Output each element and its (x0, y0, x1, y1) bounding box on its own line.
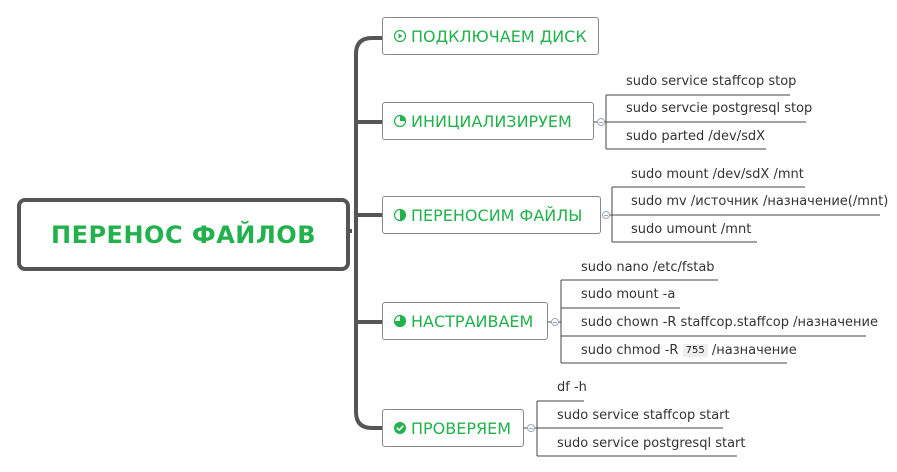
branch-verify[interactable]: ПРОВЕРЯЕМ (382, 409, 524, 447)
leaf-command[interactable]: sudo service staffcop stop (626, 74, 797, 89)
progress-half-icon (393, 208, 407, 222)
progress-three-quarter-icon (393, 314, 407, 328)
trunk-vertical (354, 36, 373, 430)
chmod-prefix: sudo chmod -R (581, 343, 679, 358)
leaf-command-chmod[interactable]: sudo chmod -R 755 /назначение (581, 342, 797, 360)
leaf-command[interactable]: sudo nano /etc/fstab (581, 260, 715, 275)
check-circle-icon (394, 422, 406, 434)
collapse-toggle[interactable] (527, 424, 535, 432)
branch-label: ПОДКЛЮЧАЕМ ДИСК (411, 26, 587, 46)
branch-connect-disk[interactable]: ПОДКЛЮЧАЕМ ДИСК (382, 17, 599, 55)
chmod-suffix: /назначение (711, 343, 797, 358)
branch-label: ПРОВЕРЯЕМ (411, 418, 512, 438)
progress-quarter-icon (393, 114, 407, 128)
root-label: ПЕРЕНОС ФАЙЛОВ (50, 220, 316, 249)
leaf-command[interactable]: sudo mv /источник /назначение(/mnt) (631, 194, 889, 209)
branch-initialize[interactable]: ИНИЦИАЛИЗИРУЕМ (382, 102, 594, 140)
branch-move-files[interactable]: ПЕРЕНОСИМ ФАЙЛЫ (382, 196, 601, 234)
branch-label: ПЕРЕНОСИМ ФАЙЛЫ (411, 205, 583, 225)
chmod-mode-chip: 755 (682, 344, 708, 357)
branch-configure[interactable]: НАСТРАИВАЕМ (382, 302, 548, 340)
progress-start-icon (393, 29, 407, 43)
root-node[interactable]: ПЕРЕНОС ФАЙЛОВ (17, 198, 350, 271)
leaf-command[interactable]: sudo mount /dev/sdX /mnt (631, 167, 804, 182)
leaf-command[interactable]: sudo servcie postgresql stop (626, 101, 813, 116)
leaf-command[interactable]: sudo parted /dev/sdX (626, 129, 766, 144)
collapse-toggle[interactable] (551, 318, 559, 326)
collapse-toggle[interactable] (597, 118, 605, 126)
leaf-command[interactable]: sudo mount -a (581, 287, 676, 302)
leaf-command[interactable]: sudo umount /mnt (631, 222, 752, 237)
leaf-command[interactable]: sudo chown -R staffcop.staffcop /назначе… (581, 315, 878, 330)
leaf-command[interactable]: df -h (557, 380, 587, 395)
branch-label: НАСТРАИВАЕМ (411, 311, 534, 331)
leaf-command[interactable]: sudo service staffcop start (557, 408, 730, 423)
branch-label: ИНИЦИАЛИЗИРУЕМ (411, 111, 572, 131)
leaf-command[interactable]: sudo service postgresql start (557, 436, 746, 451)
collapse-toggle[interactable] (602, 211, 610, 219)
